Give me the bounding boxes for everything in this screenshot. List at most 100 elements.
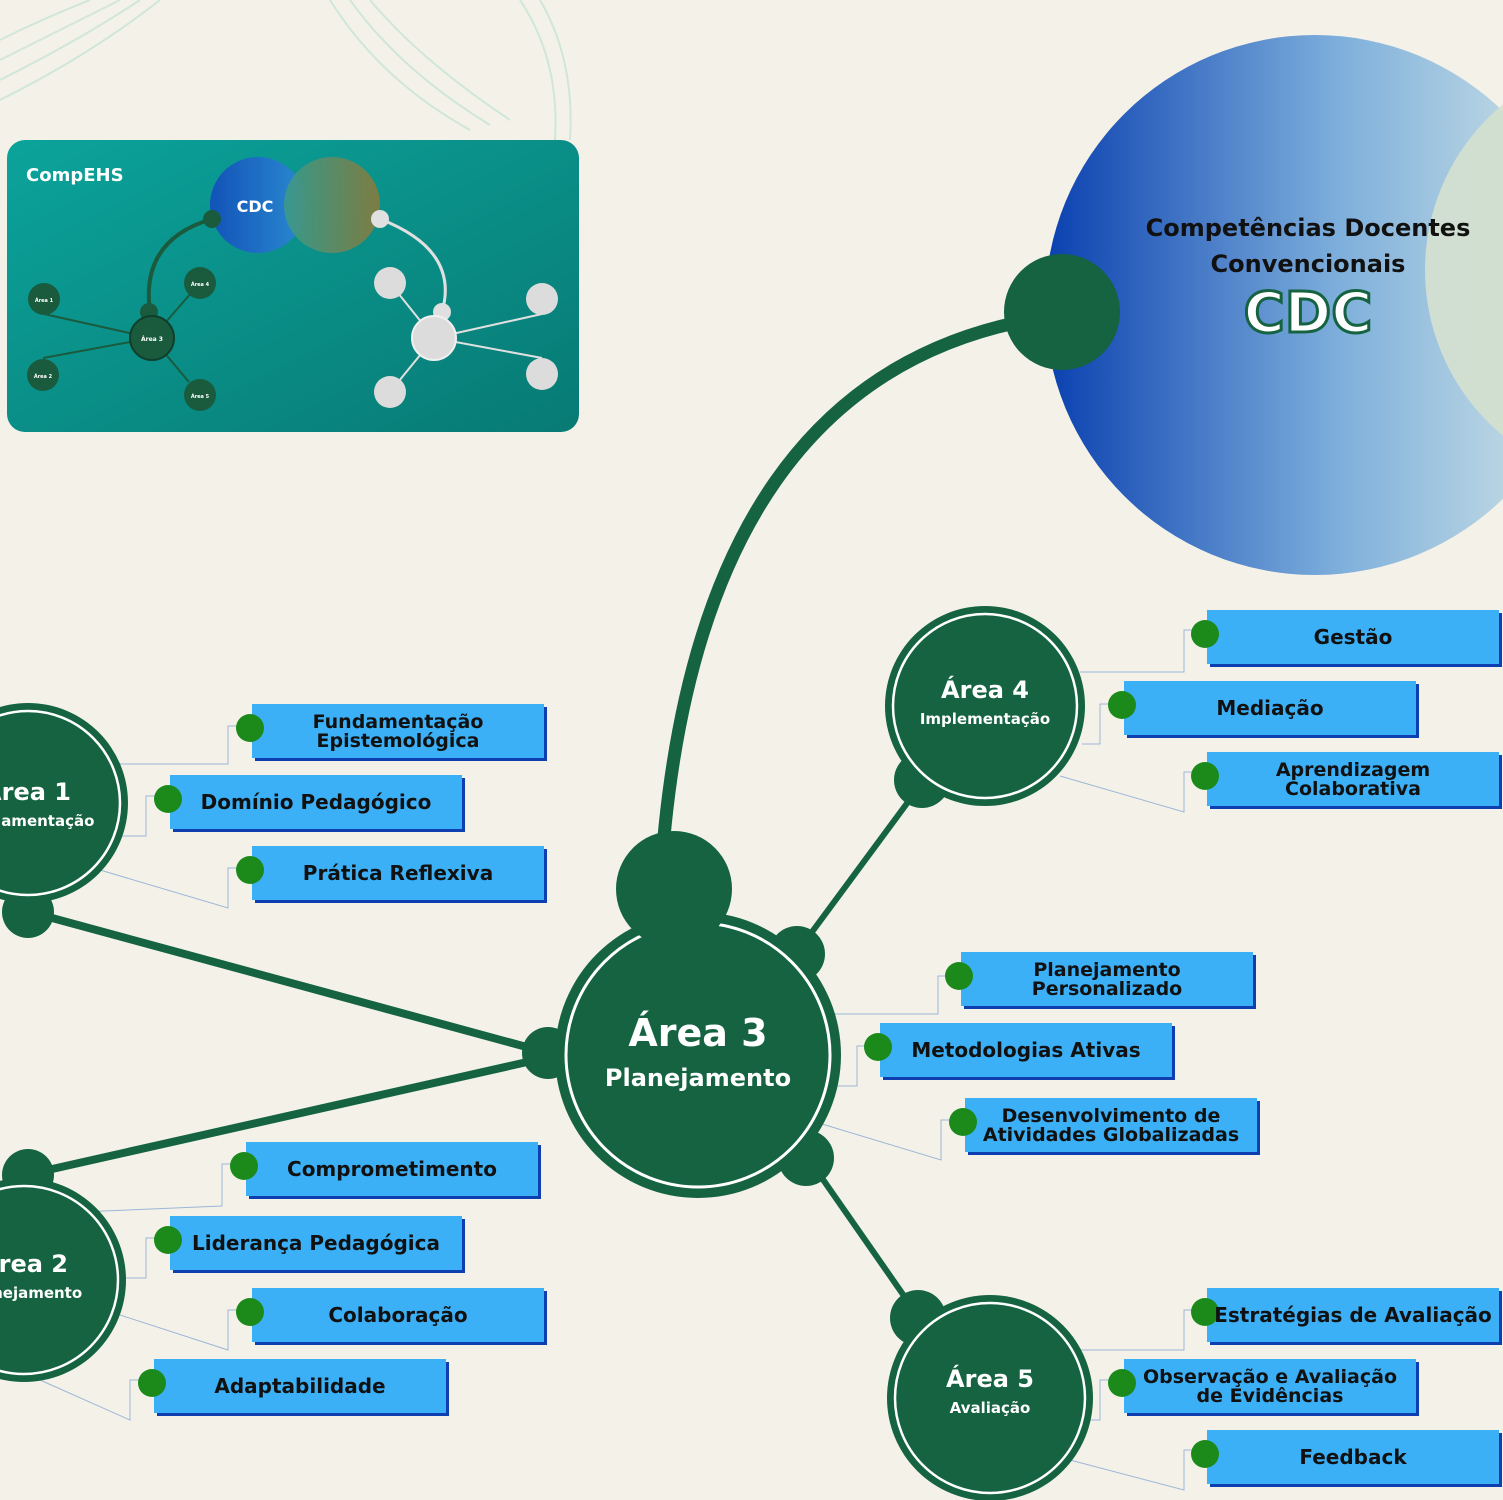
card-body [965,1098,1257,1152]
card-body [246,1142,538,1196]
card-bullet [1108,691,1136,719]
mini-cdc-overlap [284,157,380,253]
area-2-node[interactable]: Área 2 Planejamento [0,1178,126,1382]
cdc-title-line1: Competências Docentes [1146,214,1471,242]
card-body [961,952,1253,1006]
area-1-subtitle: Fundamentação [0,812,94,830]
competency-card[interactable]: Colaboração [236,1288,547,1345]
card-body [252,1288,544,1342]
mini-map-title: CompEHS [26,165,124,186]
card-body [1207,752,1499,806]
card-bullet [236,1298,264,1326]
mini-map-panel[interactable]: CompEHS CDC Área 3 Área 1 Área 2 Área 4 … [7,140,579,432]
cdc-connector [653,308,1063,891]
card-label: Feedback [1299,1445,1407,1469]
mini-cdc-circle [210,157,306,253]
competency-card[interactable]: Liderança Pedagógica [154,1216,465,1273]
mini-node-label: Área 5 [191,393,210,400]
card-label: Estratégias de Avaliação [1214,1303,1492,1327]
area-4-subtitle: Implementação [920,710,1050,728]
cdc-title-line2: Convencionais [1211,250,1406,278]
card-label-line: Personalizado [1032,978,1182,1000]
mini-cdc-label: CDC [237,197,274,216]
card-body [170,775,462,829]
card-label: Liderança Pedagógica [192,1231,440,1255]
card-label-line: Fundamentação [313,711,484,733]
cdc-circle[interactable]: Competências Docentes Convencionais CDC [1045,35,1503,575]
card-bullet [236,714,264,742]
competency-card[interactable]: Estratégias de Avaliação [1191,1288,1502,1345]
card-body [1124,1359,1416,1413]
area-1-node[interactable]: Área 1 Fundamentação [0,703,128,903]
area-4-name: Área 4 [941,675,1029,704]
card-bullet [236,856,264,884]
central-node-subtitle: Planejamento [605,1064,791,1092]
area-2-name: Área 2 [0,1249,68,1278]
card-bullet [1191,1298,1219,1326]
card-label: Adaptabilidade [214,1374,385,1398]
card-body [252,704,544,758]
card-body [1207,1430,1499,1484]
card-bullet [1191,1440,1219,1468]
card-label-line: Epistemológica [317,730,480,752]
card-bullet [1108,1369,1136,1397]
competency-card[interactable]: Adaptabilidade [138,1359,449,1416]
card-bullet [230,1152,258,1180]
card-label: Mediação [1216,696,1323,720]
card-body [1207,610,1499,664]
card-body [154,1359,446,1413]
card-body [1207,1288,1499,1342]
card-label: Gestão [1314,625,1393,649]
card-bullet [945,962,973,990]
card-label: Metodologias Ativas [911,1038,1140,1062]
card-label-line: Aprendizagem [1276,759,1430,781]
card-bullet [1191,762,1219,790]
mini-node-label: Área 4 [191,281,210,288]
card-label-line: Planejamento [1033,959,1180,981]
branch-lines [28,908,547,1178]
area-5-subtitle: Avaliação [950,1399,1031,1417]
card-bullet [154,785,182,813]
card-label-line: Atividades Globalizadas [983,1124,1239,1146]
mini-node-label: Área 3 [141,336,163,343]
competency-card[interactable]: Domínio Pedagógico [154,775,465,832]
card-body [1124,681,1416,735]
cdc-connector-knob [1004,254,1120,370]
competency-card[interactable]: Prática Reflexiva [236,846,547,903]
competency-card[interactable]: Metodologias Ativas [864,1023,1175,1080]
competency-card[interactable]: Feedback [1191,1430,1502,1487]
card-label-line: Colaborativa [1285,778,1421,800]
card-bullet [138,1369,166,1397]
area-5-name: Área 5 [946,1364,1034,1393]
area-4-node[interactable]: Área 4 Implementação [885,606,1085,806]
card-label: Domínio Pedagógico [201,790,432,814]
card-bullet [1191,620,1219,648]
card-label: Prática Reflexiva [303,861,493,885]
area-5-node[interactable]: Área 5 Avaliação [887,1295,1093,1500]
central-node-name: Área 3 [628,1011,767,1055]
competency-card[interactable]: Gestão [1191,610,1502,667]
card-body [170,1216,462,1270]
card-label: Comprometimento [287,1157,497,1181]
card-label-line: de Evidências [1197,1385,1344,1407]
cdc-acronym: CDC [1244,281,1373,346]
area-1-name: Área 1 [0,777,71,806]
card-body [880,1023,1172,1077]
competency-card[interactable]: Comprometimento [230,1142,541,1199]
mini-node-label: Área 1 [35,297,54,304]
competency-card[interactable]: Mediação [1108,681,1419,738]
area-2-subtitle: Planejamento [0,1284,82,1302]
card-bullet [154,1226,182,1254]
card-label-line: Desenvolvimento de [1002,1105,1221,1127]
card-label-line: Observação e Avaliação [1143,1366,1397,1388]
central-node[interactable]: Área 3 Planejamento [555,831,841,1198]
card-bullet [864,1033,892,1061]
card-label: Colaboração [328,1303,467,1327]
